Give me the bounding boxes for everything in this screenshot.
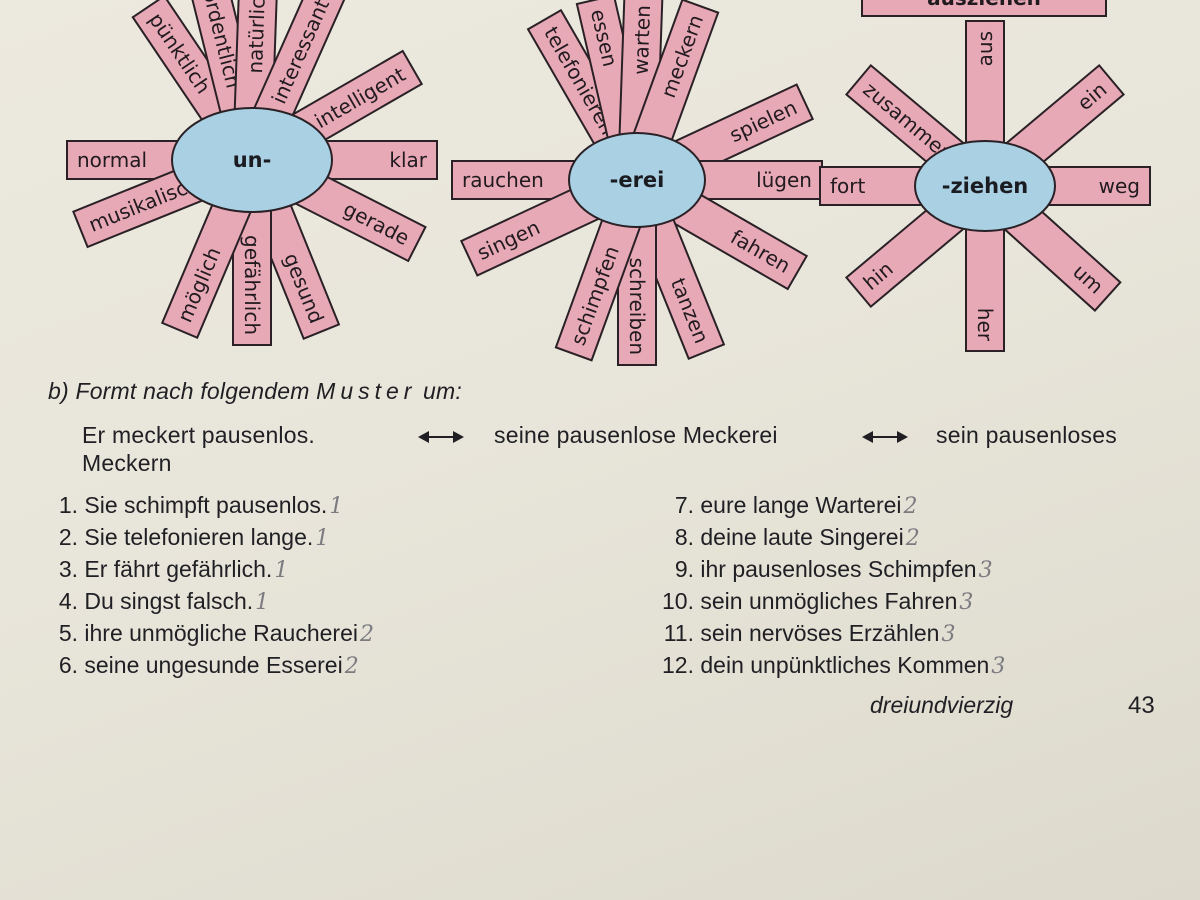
handwritten-mark: 2	[344, 654, 359, 679]
handwritten-mark: 1	[329, 494, 344, 519]
double-arrow-icon	[418, 431, 464, 443]
flower-1-petal-label: normal	[77, 148, 147, 172]
task-title-prefix: b) Formt nach folgendem	[48, 378, 317, 404]
flower-2-petal-label: rauchen	[462, 168, 544, 192]
exercise-item: 12. dein unpünktliches Kommen3	[662, 652, 1006, 679]
handwritten-mark: 2	[905, 526, 920, 551]
flower-1-petal-label: gefährlich	[240, 235, 264, 335]
task-title: b) Formt nach folgendem Muster um:	[48, 378, 462, 405]
flower-2-petal-label: lügen	[756, 168, 812, 192]
flower-3-petal-label: fort	[830, 174, 866, 198]
example-sentence: Er meckert pausenlos.	[82, 422, 316, 448]
handwritten-mark: 1	[315, 526, 330, 551]
exercise-item: 10. sein unmögliches Fahren3	[662, 588, 974, 615]
flower-2-petal-label: schreiben	[625, 258, 649, 355]
flower-1-center: un-	[171, 107, 333, 213]
handwritten-mark: 3	[959, 590, 974, 615]
flower-1-petal-label: klar	[389, 148, 427, 172]
word-flower-diagram: ausziehen normalpünktlichordentlichnatür…	[66, 0, 1151, 366]
exercise-item: 11. sein nervöses Erzählen3	[663, 620, 956, 647]
exercise-item: 5. ihre unmögliche Raucherei2	[58, 620, 374, 647]
exercise-item: 9. ihr pausenloses Schimpfen3	[674, 556, 993, 583]
exercise-list-left: 1. Sie schimpft pausenlos.1 2. Sie telef…	[48, 490, 374, 682]
handwritten-mark: 1	[255, 590, 270, 615]
exercise-item: 2. Sie telefonieren lange.1	[58, 524, 330, 551]
double-arrow-icon	[862, 431, 908, 443]
exercise-item: 7. eure lange Warterei2	[674, 492, 918, 519]
flower-3-petal-label: weg	[1099, 174, 1140, 198]
example-noun-erei: seine pausenlose Meckerei	[494, 422, 778, 448]
page-number: 43	[1128, 692, 1155, 719]
task-title-spaced: Muster	[316, 378, 417, 404]
exercise-item: 3. Er fährt gefährlich.1	[58, 556, 289, 583]
page-label: dreiundvierzig	[870, 692, 1014, 718]
flower-1-center-label: un-	[233, 148, 272, 172]
flower-3-top-label: ausziehen	[927, 0, 1041, 10]
handwritten-mark: 3	[978, 558, 993, 583]
exercise-item: 8. deine laute Singerei2	[674, 524, 920, 551]
exercise-item: 6. seine ungesunde Esserei2	[58, 652, 359, 679]
example-noun-infinitive-end: Meckern	[82, 450, 172, 476]
flower-3-center-label: -ziehen	[942, 174, 1029, 198]
flower-3-petal-label: her	[973, 308, 997, 342]
task-title-suffix: um:	[416, 378, 462, 404]
flower-2-petal-label: warten	[629, 5, 655, 75]
handwritten-mark: 2	[903, 494, 918, 519]
flower-1-petal-label: natürlich	[243, 0, 270, 74]
flower-2-center: -erei	[568, 132, 706, 228]
exercise-list-right: 7. eure lange Warterei2 8. deine laute S…	[652, 490, 1005, 682]
flower-2-center-label: -erei	[610, 168, 665, 192]
handwritten-mark: 1	[274, 558, 289, 583]
handwritten-mark: 3	[941, 622, 956, 647]
flower-3-center: -ziehen	[914, 140, 1056, 232]
handwritten-mark: 3	[991, 654, 1006, 679]
handwritten-mark: 2	[360, 622, 374, 647]
flower-3-top-box: ausziehen	[861, 0, 1107, 17]
example-noun-infinitive: sein pausenloses	[936, 422, 1117, 448]
exercise-item: 4. Du singst falsch.1	[58, 588, 270, 615]
exercise-item: 1. Sie schimpft pausenlos.1	[58, 492, 344, 519]
flower-3-petal-label: aus	[973, 31, 997, 66]
